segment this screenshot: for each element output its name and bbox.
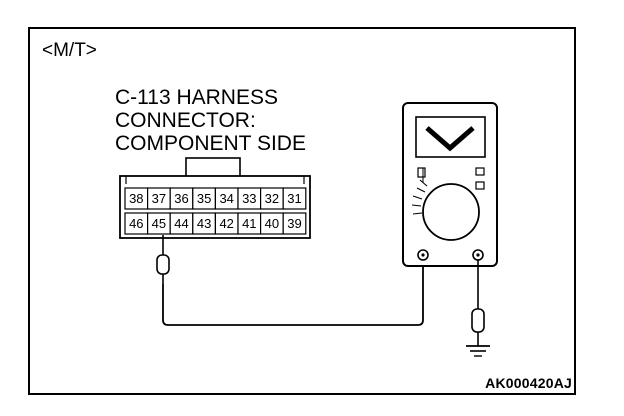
test-lead-wire — [162, 258, 424, 326]
connector-pin-row-bottom: 46 45 44 43 42 41 40 39 — [124, 212, 307, 235]
connector-pin-cell-39 — [282, 212, 307, 235]
connector-title-line-2: CONNECTOR: — [115, 109, 256, 132]
connector-pin-cell-31 — [282, 187, 307, 210]
connector-pin-label-46: 46 — [129, 216, 143, 231]
connector-pin-label-45: 45 — [152, 216, 166, 231]
connector-pin-label-37: 37 — [152, 191, 166, 206]
connector-pin-label-36: 36 — [174, 191, 188, 206]
connector-pin-row-top: 38 37 36 35 34 33 32 31 — [124, 187, 307, 210]
ground-symbol-icon — [466, 345, 490, 357]
transmission-variant-label: <M/T> — [42, 40, 97, 61]
meter-indicator-left — [417, 167, 426, 178]
connector-pin-label-38: 38 — [129, 191, 143, 206]
multimeter-display — [415, 116, 486, 158]
selector-dial-icon — [422, 183, 480, 241]
diagram-frame — [28, 27, 576, 395]
harness-connector: 38 37 36 35 34 33 32 31 46 45 44 43 42 41 40 39 — [119, 157, 311, 239]
connector-title-line-1: C-113 HARNESS — [115, 86, 278, 109]
connector-pin-label-44: 44 — [174, 216, 188, 231]
connector-pin-label-43: 43 — [197, 216, 211, 231]
connector-pin-label-40: 40 — [265, 216, 279, 231]
connector-pin-label-31: 31 — [287, 191, 301, 206]
connector-title-line-3: COMPONENT SIDE — [115, 132, 306, 155]
connector-pin-label-42: 42 — [219, 216, 233, 231]
connector-pin-label-35: 35 — [197, 191, 211, 206]
connector-latch — [185, 157, 241, 178]
ground-test-lead — [466, 260, 490, 357]
connector-pin-label-32: 32 — [265, 191, 279, 206]
figure-code: AK000420AJ — [485, 375, 572, 391]
connector-pin-label-33: 33 — [242, 191, 256, 206]
connector-test-probe — [156, 235, 170, 284]
connector-pin-label-39: 39 — [287, 216, 301, 231]
connector-pin-label-41: 41 — [242, 216, 256, 231]
multimeter — [402, 102, 498, 267]
voltage-symbol-icon — [425, 126, 475, 152]
connector-pin-label-34: 34 — [219, 191, 233, 206]
meter-indicator-right-1 — [475, 167, 485, 176]
probe-tip — [156, 254, 170, 275]
ground-probe — [471, 308, 485, 333]
meter-indicator-right-2 — [475, 181, 485, 190]
